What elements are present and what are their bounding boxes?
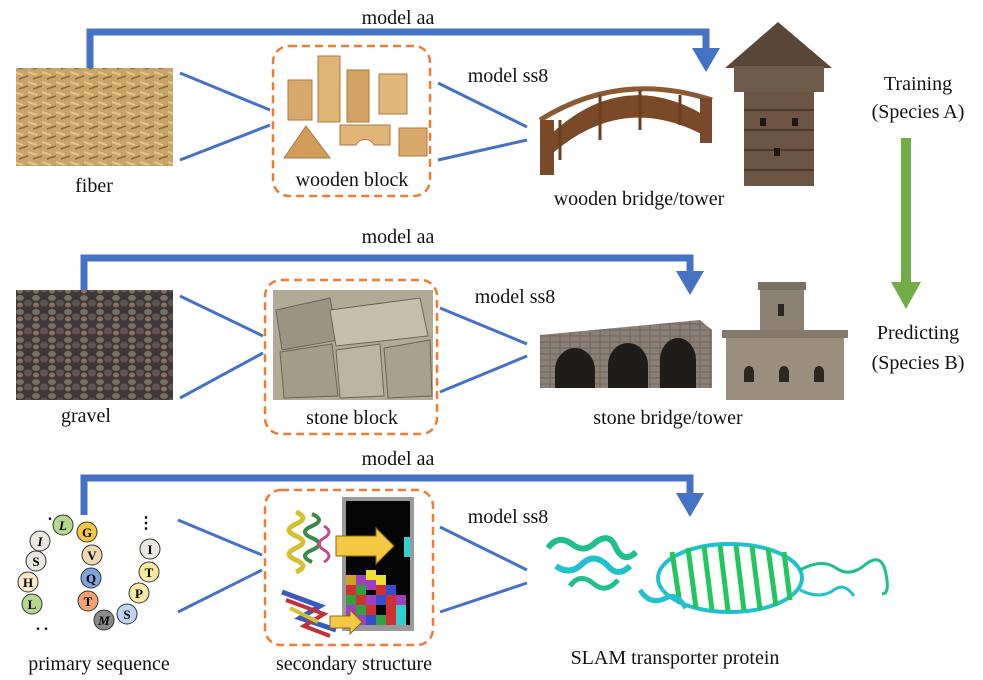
slam-protein-image [545,535,889,614]
model-aa-arrowhead-2 [676,271,704,295]
amino-acid-node [17,571,39,593]
wooden-product-label: wooden bridge/tower [554,188,725,210]
stone-product-label: stone bridge/tower [593,407,743,429]
slam-protein-label: SLAM transporter protein [571,647,780,669]
model-aa-arrow-1 [86,28,710,68]
fiber-label: fiber [75,175,113,197]
stone-tower-image [722,282,848,400]
svg-text:Q: Q [86,571,96,586]
green-arrow-head-icon [891,282,921,309]
connector-line [177,518,263,557]
connector-line [177,568,263,614]
svg-text:T: T [145,565,154,580]
model-aa-label-2: model aa [362,226,435,248]
primary-sequence-label: primary sequence [28,653,170,675]
connector-line [179,71,271,112]
row-wood: model aa fiber wooden block model ss8 [16,7,832,210]
svg-text:I: I [147,542,152,557]
amino-acid-node [139,538,161,560]
amino-acid-node [21,593,43,615]
amino-acid-node [52,514,74,536]
connector-line [179,123,271,162]
connector-line [439,306,528,346]
stone-block-box [263,278,439,436]
model-aa-label-1: model aa [362,7,435,29]
model-aa-arrow-3 [80,474,694,515]
connector-line [439,525,528,572]
amino-acid-node [116,603,138,625]
wooden-block-box [271,44,432,198]
svg-text:S: S [123,607,130,622]
stone-block-image [273,290,433,400]
training-label-line2: (Species A) [872,101,965,123]
amino-acid-node [81,544,103,566]
model-aa-label-3: model aa [362,448,435,470]
svg-text:H: H [23,575,33,590]
connector-line [439,581,528,614]
secondary-structure-image [281,497,414,638]
wooden-block-label: wooden block [296,169,409,191]
secondary-structure-box [263,488,435,647]
svg-text:L: L [28,597,37,612]
ellipsis-bottom-left: . . [36,617,48,634]
svg-text:T: T [84,594,93,609]
connector-line [179,294,264,338]
stone-block-label: stone block [306,407,398,429]
gravel-label: gravel [61,405,111,427]
training-label-line1: Training [884,73,952,95]
wooden-bridge-image [538,86,713,175]
wooden-block-image [283,55,428,159]
svg-text:L: L [58,518,67,533]
connector-line [179,351,264,400]
ellipsis-top-right: ⋮ [138,515,154,532]
svg-text:I: I [36,534,43,549]
model-aa-arrowhead-1 [692,48,720,72]
connector-line [437,81,528,129]
amino-acid-node [138,561,160,583]
svg-text:M: M [97,613,110,628]
gravel-image [16,290,173,400]
connector-line [439,354,528,394]
amino-acid-node [77,590,99,612]
svg-text:G: G [82,525,92,540]
secondary-structure-label: secondary structure [276,653,432,675]
connector-line [437,138,528,162]
amino-acid-node [25,550,47,572]
model-ss8-label-2: model ss8 [475,286,556,308]
row-stone: model aa gravel stone block model ss8 [16,226,848,436]
svg-text:P: P [135,586,143,601]
svg-text:S: S [32,554,39,569]
yellow-arrow-icon [335,526,395,566]
model-ss8-label-3: model ss8 [468,506,549,528]
wooden-tower-image [725,22,832,186]
green-arrow-shaft [901,138,911,286]
amino-acid-node [80,567,102,589]
row-protein: model aa . . I L G V Q T M S P T I ⋮ S H… [17,448,889,675]
amino-acid-node [29,530,51,552]
yellow-arrow-icon [329,608,363,636]
predicting-label-line1: Predicting [877,322,959,344]
model-aa-arrow-2 [80,254,694,290]
side-legend: Training (Species A) Predicting (Species… [872,73,965,374]
model-aa-arrowhead-3 [676,493,704,517]
fiber-image [16,68,173,166]
amino-acid-node [128,582,150,604]
primary-sequence-image: . . I L G V Q T M S P T I ⋮ S H L . . [17,507,161,634]
model-ss8-label-1: model ss8 [468,65,549,87]
amino-acid-node [93,609,115,631]
predicting-label-line2: (Species B) [872,352,965,374]
svg-text:V: V [87,548,97,563]
amino-acid-node [76,521,98,543]
stone-bridge-image [540,320,712,388]
